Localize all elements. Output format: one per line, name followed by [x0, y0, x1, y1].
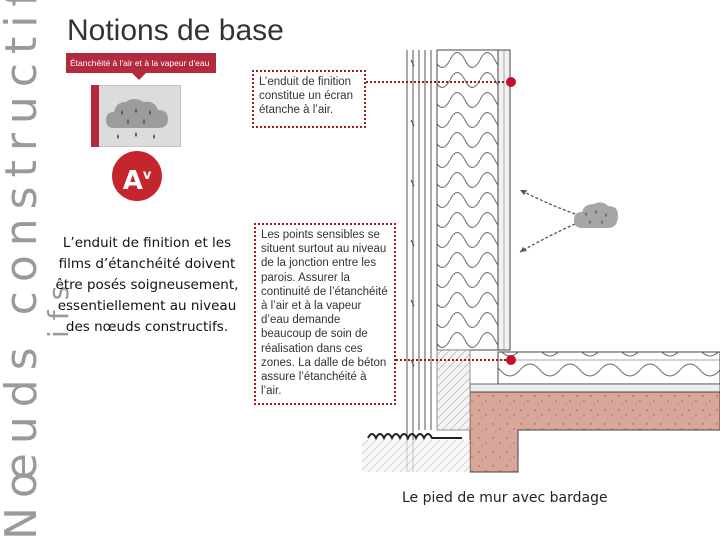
main-text: L’enduit de finition et les films d’étan…	[55, 235, 239, 335]
cloud-drops-icon	[106, 99, 168, 139]
cloud-drops-icon	[574, 202, 618, 228]
category-badge: Étanchéité à l'air et à la vapeur d'eau	[66, 53, 216, 73]
badge-pointer	[131, 72, 147, 80]
page-title: Notions de base	[67, 14, 284, 47]
card-accent-strip	[91, 85, 99, 147]
cloud-card	[91, 85, 181, 147]
classification-icon: Av	[112, 151, 162, 201]
figure-caption: Le pied de mur avec bardage	[402, 490, 608, 506]
note-sensitive-points: Les points sensibles se situent surtout …	[254, 223, 396, 405]
note-air-tight-finish: L’enduit de finition constitue un écran …	[252, 70, 366, 128]
air-flow-arrows-icon	[519, 189, 576, 253]
